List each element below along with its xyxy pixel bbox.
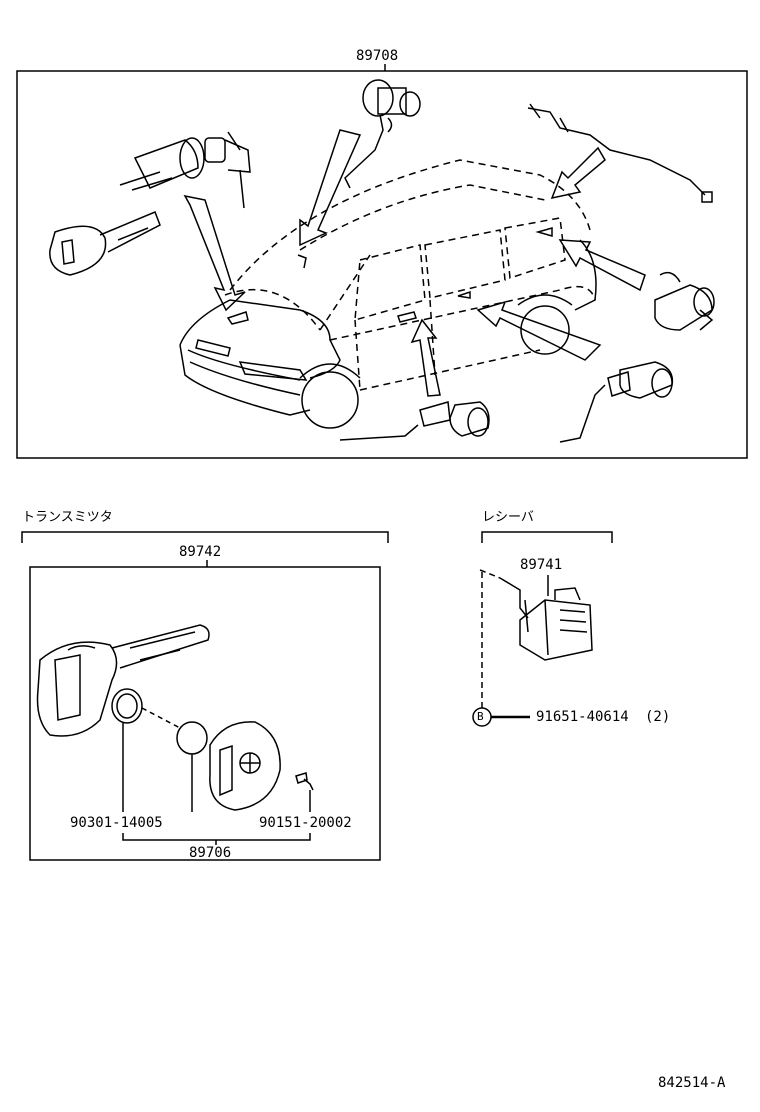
receiver-part-number: 89741 (520, 557, 563, 573)
bolt-callout-letter: B (477, 710, 484, 723)
transmitter-frame (29, 566, 381, 861)
receiver-unit-icon (499, 577, 593, 661)
hood-lock-cylinder-icon (344, 79, 421, 189)
top-frame (16, 70, 748, 459)
side-door-lock-cylinder-icon (559, 361, 674, 443)
pointer-arrows (183, 129, 646, 397)
transmitter-assembly-part-number: 89742 (179, 544, 222, 560)
screw-icon (295, 772, 314, 791)
transmitter-key-icon (36, 624, 210, 737)
transmitter-bracket (21, 531, 389, 543)
front-door-lock-cylinder-icon (339, 401, 490, 441)
bolt-quantity: (2) (645, 709, 671, 725)
screw-part-number: 90151-20002 (259, 815, 352, 831)
receiver-bolt-dashed (479, 569, 501, 708)
transmitter-case-icon (209, 721, 281, 811)
bolt-part-number: 91651-40614 (536, 709, 629, 725)
key-icon (49, 211, 161, 276)
ignition-lock-cylinder-icon (119, 131, 251, 209)
o-ring-to-cap-dashed (141, 707, 181, 729)
figure-id: 842514-A (658, 1075, 726, 1091)
case-bracket (122, 833, 311, 841)
o-ring-icon (111, 688, 143, 724)
back-door-lock-cylinder-icon (654, 271, 715, 331)
o-ring-part-number: 90301-14005 (70, 815, 163, 831)
receiver-heading: レシーバ (482, 510, 534, 525)
transmitter-heading: トランスミツタ (22, 510, 113, 525)
case-part-number: 89706 (189, 845, 232, 861)
vehicle-illustration (179, 159, 597, 429)
button-cap-icon (176, 721, 208, 755)
rear-lock-cable-icon (527, 103, 713, 203)
receiver-bracket (481, 531, 613, 543)
top-assembly-part-number: 89708 (356, 48, 399, 64)
